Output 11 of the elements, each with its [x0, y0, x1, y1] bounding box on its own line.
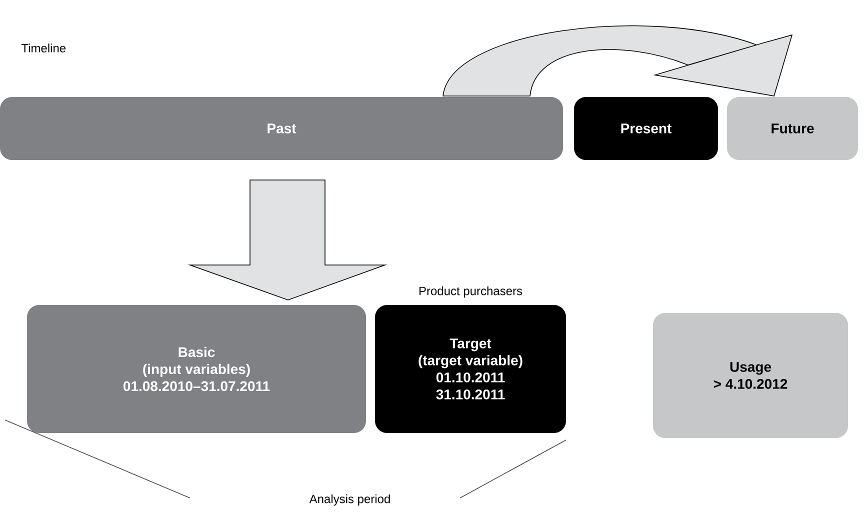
plain-label: Timeline — [21, 44, 66, 52]
box-caption: Product purchasers — [419, 286, 522, 298]
timeline-box: Past — [0, 97, 563, 160]
timeline-box: Usage > 4.10.2012 — [653, 313, 848, 438]
timeline-box: Target (target variable) 01.10.2011 31.10.2011 — [375, 305, 566, 433]
plain-label: Analysis period — [309, 494, 390, 506]
timeline-box: Present — [574, 97, 718, 160]
block-arrow — [188, 180, 388, 300]
timeline-box: Basic (input variables) 01.08.2010–31.07.2011 — [27, 305, 366, 433]
timeline-box: Future — [727, 97, 858, 160]
curved-arrow — [442, 25, 793, 96]
